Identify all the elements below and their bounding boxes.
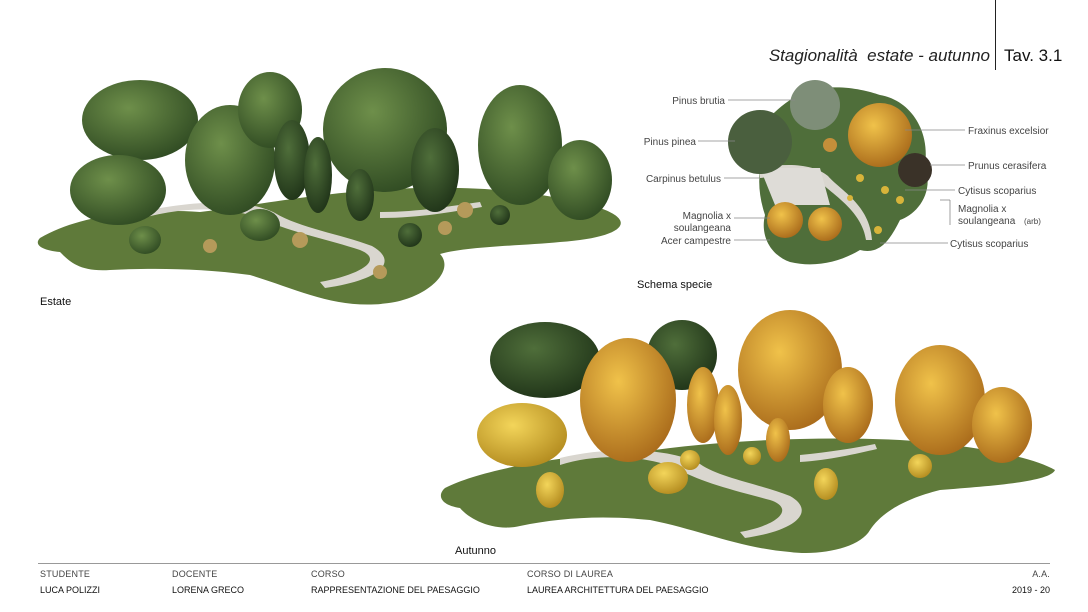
label-cytisus-2: Cytisus scoparius — [950, 239, 1028, 250]
label-magnolia-arb-line1: Magnolia x — [958, 204, 1006, 215]
autumn-view — [440, 310, 1055, 554]
label-magnolia-arb-line2: soulangeana — [958, 216, 1016, 227]
summer-view — [37, 68, 621, 305]
sheet-number: Tav. 3.1 — [1004, 46, 1063, 65]
label-magnolia-line2: soulangeana — [674, 223, 732, 234]
label-acer-campestre: Acer campestre — [661, 236, 731, 247]
plan-pave — [760, 168, 830, 205]
footer-degree-value: LAUREA ARCHITETTURA DEL PAESAGGIO — [527, 585, 709, 595]
footer-student-label: STUDENTE — [40, 569, 91, 579]
caption-autumn: Autunno — [455, 545, 496, 557]
label-pinus-pinea: Pinus pinea — [644, 137, 697, 148]
sheet-title: Stagionalità estate - autunno — [768, 46, 990, 65]
footer-degree-label: CORSO DI LAUREA — [527, 569, 614, 579]
footer-student-value: LUCA POLIZZI — [40, 585, 101, 595]
footer-year-value: 2019 - 20 — [1011, 585, 1050, 595]
label-pinus-brutia: Pinus brutia — [672, 96, 725, 107]
label-magnolia-line1: Magnolia x — [683, 211, 731, 222]
summer-lawn — [37, 187, 621, 305]
caption-species-plan: Schema specie — [637, 279, 713, 291]
species-plan: Pinus brutia Pinus pinea Carpinus betulu… — [644, 80, 1049, 265]
autumn-lawn — [440, 438, 1055, 554]
footer-teacher-label: DOCENTE — [172, 569, 218, 579]
caption-summer: Estate — [40, 296, 72, 308]
footer-year-label: A.A. — [1032, 569, 1050, 579]
label-cytisus-1: Cytisus scoparius — [958, 186, 1036, 197]
label-prunus-cerasifera: Prunus cerasifera — [968, 161, 1047, 172]
footer-course-value: RAPPRESENTAZIONE DEL PAESAGGIO — [311, 585, 480, 595]
autumn-path-branch — [800, 444, 877, 462]
label-carpinus-betulus: Carpinus betulus — [646, 174, 721, 185]
label-fraxinus-excelsior: Fraxinus excelsior — [968, 126, 1049, 137]
label-magnolia-arb-suffix: (arb) — [1024, 217, 1041, 226]
header-divider — [995, 0, 996, 70]
footer-divider — [38, 563, 1050, 564]
footer-course-label: CORSO — [311, 569, 346, 579]
footer-teacher-value: LORENA GRECO — [172, 585, 245, 595]
